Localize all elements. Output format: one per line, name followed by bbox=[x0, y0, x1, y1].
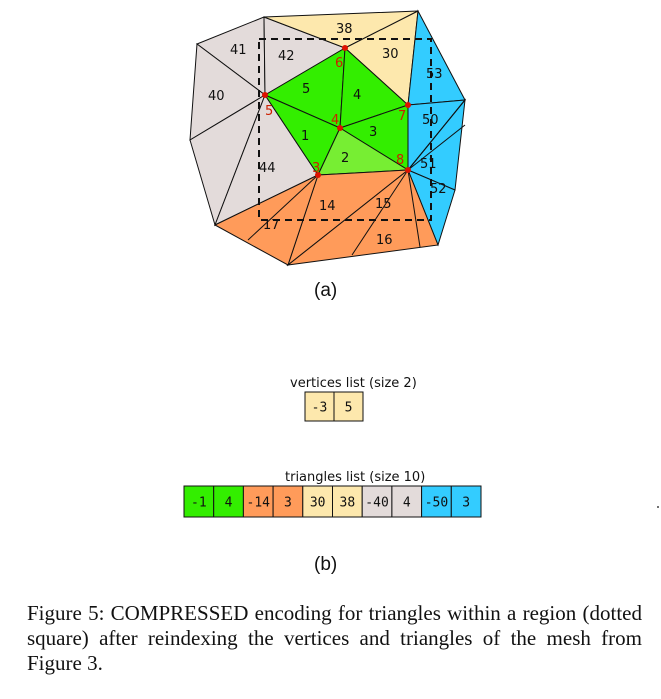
triangle-label: 41 bbox=[230, 43, 247, 58]
triangle-label: 30 bbox=[382, 47, 399, 62]
stray-dot bbox=[657, 506, 659, 508]
triangle-label: 40 bbox=[208, 89, 225, 104]
mesh-edge bbox=[407, 124, 466, 171]
vertex-5 bbox=[262, 92, 268, 98]
triangle-labels: 38 41 42 30 6 53 40 5 4 5 7 50 4 1 3 44 … bbox=[208, 22, 447, 248]
triangles-list-cell-value: 38 bbox=[340, 496, 356, 511]
triangle-label: 15 bbox=[375, 197, 392, 212]
triangle-label: 14 bbox=[319, 199, 336, 214]
triangles-list-cell bbox=[450, 485, 482, 518]
triangle-label: 50 bbox=[422, 113, 439, 128]
triangles-list-cell bbox=[242, 485, 274, 518]
triangles-list-cell bbox=[213, 485, 244, 518]
triangle-15 bbox=[286, 169, 439, 266]
triangles-list-cell-value: -14 bbox=[247, 496, 271, 511]
triangle-label: 1 bbox=[301, 129, 309, 144]
triangle-label: 5 bbox=[302, 82, 310, 97]
triangle-label: 17 bbox=[263, 218, 280, 233]
triangles-list-cell-value: -40 bbox=[365, 496, 388, 511]
triangles-list-cell bbox=[302, 485, 333, 518]
triangles-list-cell-value: 4 bbox=[403, 496, 411, 511]
vertex-6 bbox=[342, 45, 348, 51]
region-dotted-square bbox=[258, 38, 432, 221]
triangles-list-cell-value: 30 bbox=[310, 496, 326, 511]
triangles-list-cell bbox=[332, 485, 363, 518]
figure-caption: Figure 5: COMPRESSED encoding for triang… bbox=[27, 601, 642, 676]
triangles-list-cell bbox=[421, 485, 452, 518]
vertex-3 bbox=[315, 172, 321, 178]
subfigure-a-label: (a) bbox=[314, 280, 337, 301]
triangles-list-cell-value: 3 bbox=[284, 496, 292, 511]
vertices-list: -3 5 bbox=[304, 391, 364, 422]
triangle-53 bbox=[407, 9, 466, 106]
vertices-list-cell bbox=[304, 391, 335, 422]
vertex-label: 5 bbox=[265, 104, 273, 119]
triangle-label: 51 bbox=[420, 157, 437, 172]
triangle-label: 3 bbox=[369, 125, 377, 140]
triangle-label: 44 bbox=[259, 161, 276, 176]
caption-rest: encoding for triangles within a region (… bbox=[27, 601, 642, 675]
triangles-list-cell-value: -50 bbox=[425, 496, 448, 511]
triangles-list-cell bbox=[361, 485, 393, 518]
vertices-list-cell bbox=[333, 391, 364, 422]
triangles-list-cell-value: 3 bbox=[462, 496, 470, 511]
triangles-list-cell bbox=[391, 485, 423, 518]
vertex-label: 4 bbox=[331, 113, 339, 128]
vertices-list-cell-value: -3 bbox=[312, 401, 328, 416]
mesh-diagram bbox=[189, 9, 467, 267]
vertex-4 bbox=[337, 125, 343, 131]
vertex-8 bbox=[405, 167, 411, 173]
mesh-edge bbox=[247, 174, 319, 241]
triangle-label: 53 bbox=[426, 67, 443, 82]
triangle-label: 52 bbox=[430, 182, 447, 197]
triangles-list-cell-value: 4 bbox=[225, 496, 233, 511]
triangle-label: 16 bbox=[376, 233, 393, 248]
vertex-label: 7 bbox=[398, 109, 406, 124]
triangle-label: 2 bbox=[341, 151, 349, 166]
caption-prefix: Figure 5: bbox=[27, 601, 111, 625]
mesh-edge bbox=[351, 169, 409, 256]
vertex-label: 6 bbox=[335, 56, 343, 71]
vertex-label: 3 bbox=[312, 161, 320, 176]
subfigure-b-label: (b) bbox=[314, 554, 337, 575]
triangles-list-cell-value: -1 bbox=[191, 496, 207, 511]
vertex-label: 8 bbox=[396, 153, 404, 168]
mesh-vertices bbox=[262, 45, 411, 178]
triangle-label: 42 bbox=[278, 49, 295, 64]
mesh-edge bbox=[407, 99, 466, 171]
caption-keyword: COMPRESSED bbox=[110, 601, 249, 625]
triangle-label: 38 bbox=[336, 22, 353, 37]
mesh-edge bbox=[407, 169, 421, 248]
triangles-list-title: triangles list (size 10) bbox=[285, 470, 425, 485]
vertices-list-title: vertices list (size 2) bbox=[290, 376, 417, 391]
vertex-7 bbox=[405, 102, 411, 108]
vertices-list-cell-value: 5 bbox=[345, 401, 353, 416]
triangle-label: 4 bbox=[353, 88, 361, 103]
